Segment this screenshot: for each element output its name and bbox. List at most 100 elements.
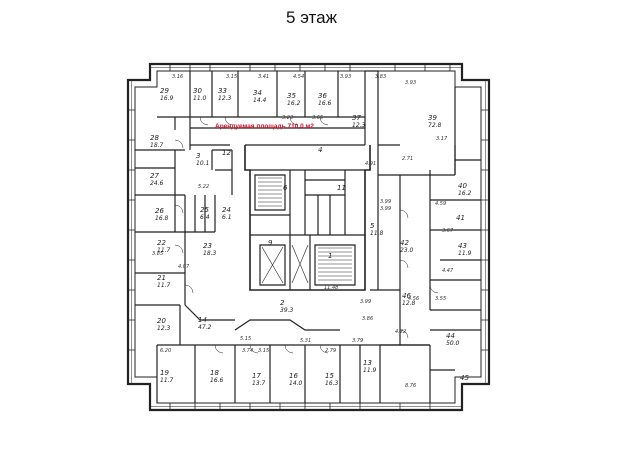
dimension-label: 3.74 bbox=[242, 348, 253, 354]
room-number: 39 bbox=[428, 114, 437, 122]
dimension-label: 2.79 bbox=[325, 348, 336, 354]
dimension-label: 3.15 bbox=[258, 348, 269, 354]
rental-area-note: Арендуемая площадь 710,0 м2 bbox=[215, 123, 314, 130]
dimension-label: 3.15 bbox=[226, 74, 237, 80]
room-number: 19 bbox=[160, 369, 169, 377]
room-number: 6 bbox=[283, 184, 288, 192]
room-area: 11.9 bbox=[458, 250, 472, 257]
room-number: 20 bbox=[157, 317, 166, 325]
dimension-label: 4.54 bbox=[293, 74, 304, 80]
dimension-label: 4.91 bbox=[365, 161, 376, 167]
room-area: 6.1 bbox=[222, 214, 232, 221]
room-number: 46 bbox=[402, 292, 411, 300]
dimension-label: 2.71 bbox=[402, 156, 413, 162]
room-number: 45 bbox=[460, 374, 469, 382]
room-area: 23.0 bbox=[400, 247, 414, 254]
room-area: 18.7 bbox=[150, 142, 164, 149]
dimension-label: 3.86 bbox=[362, 316, 373, 322]
room-number: 11 bbox=[337, 184, 346, 192]
room-number: 29 bbox=[160, 87, 169, 95]
room-area: 12.8 bbox=[402, 300, 416, 307]
room-area: 16.3 bbox=[325, 380, 339, 387]
room-number: 17 bbox=[252, 372, 261, 380]
room-number: 3 bbox=[196, 152, 200, 160]
room-number: 42 bbox=[400, 239, 409, 247]
room-area: 11.8 bbox=[370, 230, 384, 237]
dimension-label: 6.20 bbox=[160, 348, 171, 354]
room-number: 37 bbox=[352, 114, 361, 122]
room-area: 11.7 bbox=[157, 247, 171, 254]
room-area: 11.7 bbox=[157, 282, 171, 289]
room-area: 24.6 bbox=[150, 180, 164, 187]
room-area: 6.4 bbox=[200, 214, 210, 221]
room-area: 16.9 bbox=[160, 95, 174, 102]
dimension-label: 3.99 bbox=[360, 299, 371, 305]
room-area: 10.1 bbox=[196, 160, 209, 167]
outer-wall bbox=[126, 62, 491, 412]
room-number: 24 bbox=[222, 206, 231, 214]
room-area: 12.3 bbox=[218, 95, 232, 102]
dimension-label: 3.83 bbox=[375, 74, 386, 80]
room-number: 33 bbox=[218, 87, 227, 95]
dimension-label: 5.15 bbox=[240, 336, 251, 342]
dimension-label: 3.23 bbox=[282, 115, 293, 121]
room-area: 16.2 bbox=[287, 100, 301, 107]
dimension-label: 3.41 bbox=[258, 74, 269, 80]
dimension-label: 4.22 bbox=[395, 329, 406, 335]
dimension-label: 3.99 bbox=[380, 206, 391, 212]
dimension-label: 3.85 bbox=[152, 251, 163, 257]
dimension-label: 11.48 bbox=[324, 285, 338, 291]
dimension-label: 5.31 bbox=[300, 338, 311, 344]
dimension-label: 3.55 bbox=[435, 296, 446, 302]
dimension-label: 3.93 bbox=[340, 74, 351, 80]
room-number: 40 bbox=[458, 182, 467, 190]
room-number: 34 bbox=[253, 89, 262, 97]
dimension-label: 3.16 bbox=[172, 74, 183, 80]
dimension-label: 4.47 bbox=[442, 268, 454, 274]
room-area: 47.2 bbox=[198, 324, 212, 331]
page-title: 5 этаж bbox=[286, 8, 337, 27]
room-number: 22 bbox=[157, 239, 166, 247]
dimension-label: 3.93 bbox=[405, 80, 416, 86]
room-area: 12.3 bbox=[352, 122, 366, 129]
room-area: 16.2 bbox=[458, 190, 472, 197]
room-area: 18.3 bbox=[203, 250, 217, 257]
room-number: 5 bbox=[370, 222, 375, 230]
room-number: 41 bbox=[456, 214, 465, 222]
room-number: 1 bbox=[328, 252, 332, 260]
room-number: 27 bbox=[150, 172, 159, 180]
room-area: 50.0 bbox=[446, 340, 460, 347]
room-area: 12.3 bbox=[157, 325, 171, 332]
room-area: 11.9 bbox=[363, 367, 377, 374]
room-number: 9 bbox=[268, 239, 273, 247]
dimension-label: 4.59 bbox=[435, 201, 446, 207]
room-area: 13.7 bbox=[252, 380, 266, 387]
room-number: 18 bbox=[210, 369, 219, 377]
room-number: 21 bbox=[157, 274, 166, 282]
dimension-label: 3.67 bbox=[442, 228, 454, 234]
dimension-label: 5.22 bbox=[198, 184, 209, 190]
room-number: 4 bbox=[318, 146, 322, 154]
room-number: 15 bbox=[325, 372, 334, 380]
room-number: 28 bbox=[150, 134, 159, 142]
room-area: 39.3 bbox=[280, 307, 294, 314]
room-area: 14.4 bbox=[253, 97, 267, 104]
dimension-label: 3.17 bbox=[436, 136, 448, 142]
room-number: 12 bbox=[222, 149, 231, 157]
room-number: 26 bbox=[155, 207, 164, 215]
room-number: 16 bbox=[289, 372, 298, 380]
room-area: 16.6 bbox=[210, 377, 224, 384]
room-number: 13 bbox=[363, 359, 372, 367]
room-number: 25 bbox=[200, 206, 209, 214]
dimension-label: 3.99 bbox=[380, 199, 391, 205]
room-number: 23 bbox=[203, 242, 212, 250]
room-number: 14 bbox=[198, 316, 207, 324]
room-area: 16.6 bbox=[318, 100, 332, 107]
dimension-label: 8.76 bbox=[405, 383, 416, 389]
room-area: 11.0 bbox=[193, 95, 207, 102]
room-number: 44 bbox=[446, 332, 455, 340]
room-area: 16.8 bbox=[155, 215, 169, 222]
room-area: 14.0 bbox=[289, 380, 303, 387]
room-number: 2 bbox=[280, 299, 285, 307]
